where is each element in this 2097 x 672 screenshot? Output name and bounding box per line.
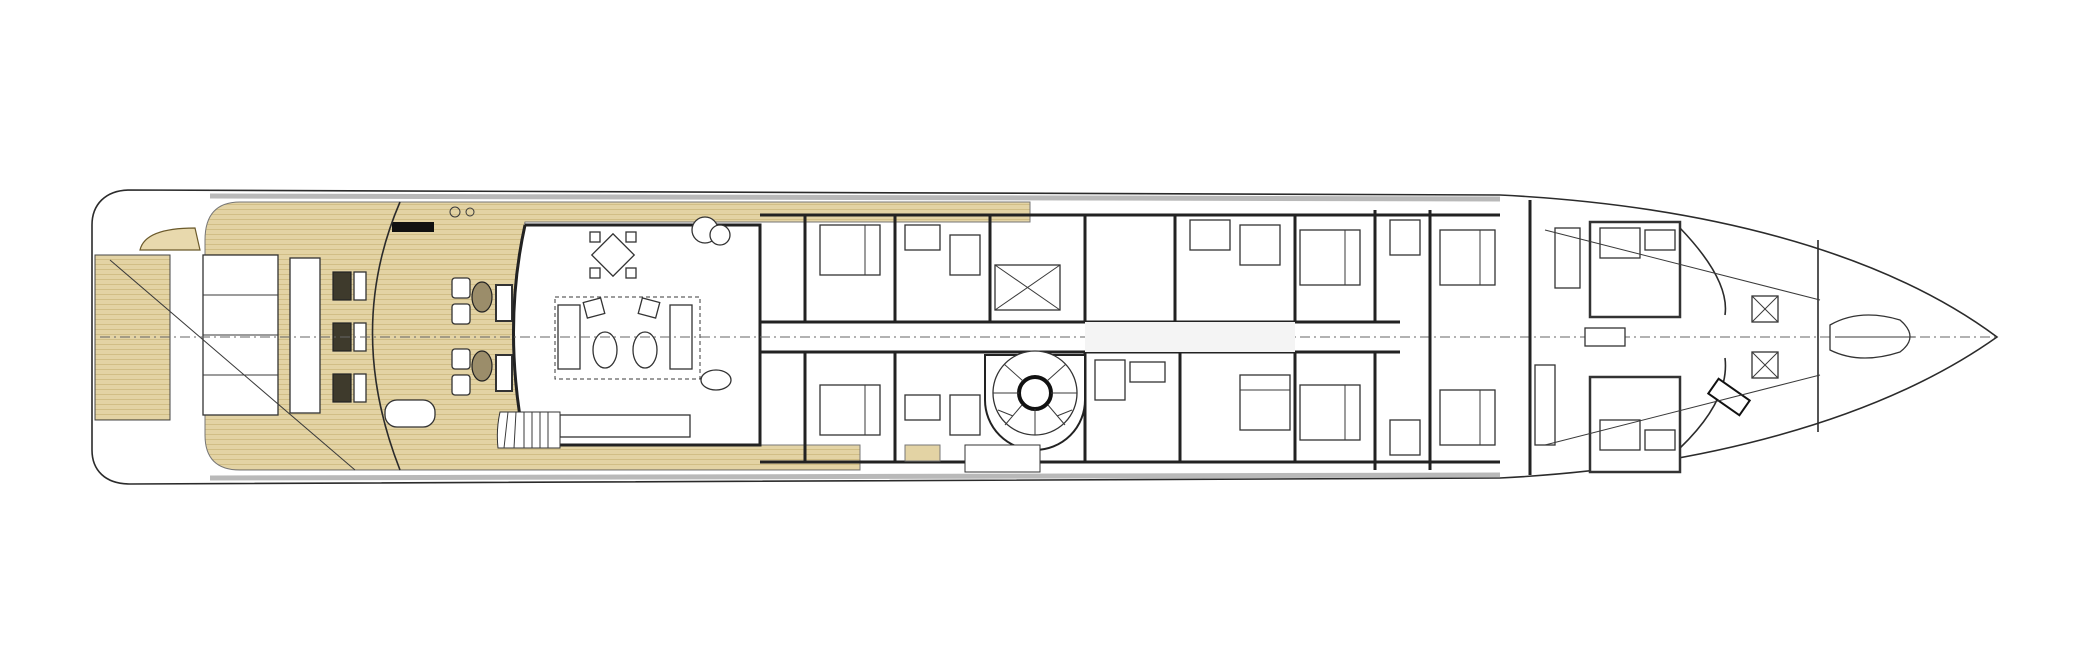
tender-icon bbox=[1706, 377, 1752, 417]
hull-rail bbox=[209, 193, 1501, 481]
interior-walls bbox=[760, 200, 1532, 475]
deck-arc bbox=[371, 201, 401, 471]
salon-chair bbox=[700, 369, 732, 391]
hull-outline bbox=[91, 189, 1999, 485]
forepeak-arc bbox=[1679, 227, 1727, 449]
lobby-doors bbox=[904, 444, 941, 462]
sun-lounger-icon bbox=[332, 271, 367, 403]
salon-lounge bbox=[554, 296, 701, 380]
foyer-stairs bbox=[964, 444, 1041, 473]
crew-cabins bbox=[1534, 220, 1682, 474]
spiral-staircase-icon bbox=[984, 350, 1086, 451]
dining-table-icon bbox=[589, 231, 637, 279]
stern-staircase bbox=[139, 227, 201, 251]
salon-bar bbox=[559, 414, 691, 438]
bar-counter bbox=[392, 222, 434, 232]
anchor-windlass-icon bbox=[1751, 295, 1915, 379]
round-table-icon bbox=[709, 224, 731, 246]
vip-lobby bbox=[1085, 322, 1295, 352]
bathroom-fixtures bbox=[904, 219, 1421, 456]
bed-icon bbox=[819, 224, 1496, 446]
aft-bench bbox=[289, 257, 321, 414]
sofa-icon bbox=[384, 277, 513, 428]
salon-stairs bbox=[496, 411, 561, 449]
